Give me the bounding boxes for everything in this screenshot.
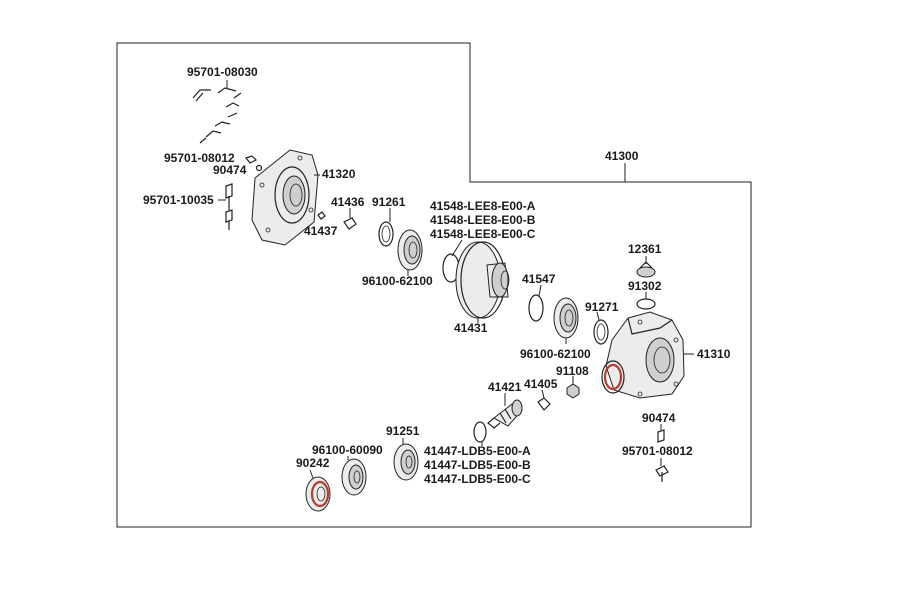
pin-41437-drawing xyxy=(317,211,326,220)
label-91251: 91251 xyxy=(386,424,420,438)
label-41310: 41310 xyxy=(697,347,731,361)
ring-gear-drawing xyxy=(455,241,510,319)
label-95701-08030: 95701-08030 xyxy=(187,65,258,79)
label-96100-60090: 96100-60090 xyxy=(312,443,383,457)
assembly-frame xyxy=(116,42,752,528)
label-41320: 41320 xyxy=(322,167,356,181)
label-41300: 41300 xyxy=(605,149,639,163)
label-41436: 41436 xyxy=(331,195,365,209)
label-41548-c: 41548-LEE8-E00-C xyxy=(430,227,536,241)
leader-41547 xyxy=(538,284,542,297)
label-91108: 91108 xyxy=(556,364,589,378)
label-41447-b: 41447-LDB5-E00-B xyxy=(424,458,531,472)
seal-91251-drawing xyxy=(393,443,419,481)
label-95701-10035: 95701-10035 xyxy=(143,193,214,207)
breather-drawing xyxy=(636,261,656,278)
label-91302: 91302 xyxy=(628,279,662,293)
label-41547: 41547 xyxy=(522,272,556,286)
bolt-set-drawing xyxy=(192,87,242,144)
bearing-right-drawing xyxy=(553,297,579,339)
plug-91108-drawing xyxy=(566,383,580,399)
label-41548-a: 41548-LEE8-E00-A xyxy=(430,199,536,213)
clip-41405-drawing xyxy=(537,397,551,411)
label-12361: 12361 xyxy=(628,242,662,256)
ring-91302-drawing xyxy=(636,298,656,310)
pin-41436-drawing xyxy=(343,217,357,230)
bearing-left-drawing xyxy=(397,229,423,271)
leader-91271 xyxy=(596,311,600,321)
bearing-bottom-drawing xyxy=(341,458,367,496)
leader-41405 xyxy=(541,389,545,399)
pinion-drawing xyxy=(487,399,523,429)
oring-91271-drawing xyxy=(593,319,609,345)
oil-seal-drawing xyxy=(305,476,331,512)
snap-ring-drawing xyxy=(528,294,544,322)
oring-91261-drawing xyxy=(378,221,394,247)
label-41447-c: 41447-LDB5-E00-C xyxy=(424,472,531,486)
label-41447-a: 41447-LDB5-E00-A xyxy=(424,444,531,458)
label-96100-62100-left: 96100-62100 xyxy=(362,274,433,288)
leader-90242 xyxy=(309,469,314,479)
label-41421: 41421 xyxy=(488,380,522,394)
long-bolts-drawing xyxy=(225,183,233,230)
label-96100-62100-right: 96100-62100 xyxy=(520,347,591,361)
label-90242: 90242 xyxy=(296,456,330,470)
label-41405: 41405 xyxy=(524,377,558,391)
label-90474-bottom: 90474 xyxy=(642,411,676,425)
pinion-shim-drawing xyxy=(473,421,487,443)
small-bolt-bottom-drawing xyxy=(655,424,669,482)
case-housing-drawing xyxy=(601,311,685,399)
label-95701-08012-bottom: 95701-08012 xyxy=(622,444,693,458)
leader-41548 xyxy=(451,239,463,257)
label-90474-top: 90474 xyxy=(213,163,247,177)
label-41548-b: 41548-LEE8-E00-B xyxy=(430,213,536,227)
label-91261: 91261 xyxy=(372,195,406,209)
label-91271: 91271 xyxy=(585,300,619,314)
label-41431: 41431 xyxy=(454,321,488,335)
label-95701-08012-top: 95701-08012 xyxy=(164,151,235,165)
small-bolt-top-drawing xyxy=(244,155,263,172)
cover-housing-drawing xyxy=(251,149,319,246)
label-41437: 41437 xyxy=(304,224,338,238)
